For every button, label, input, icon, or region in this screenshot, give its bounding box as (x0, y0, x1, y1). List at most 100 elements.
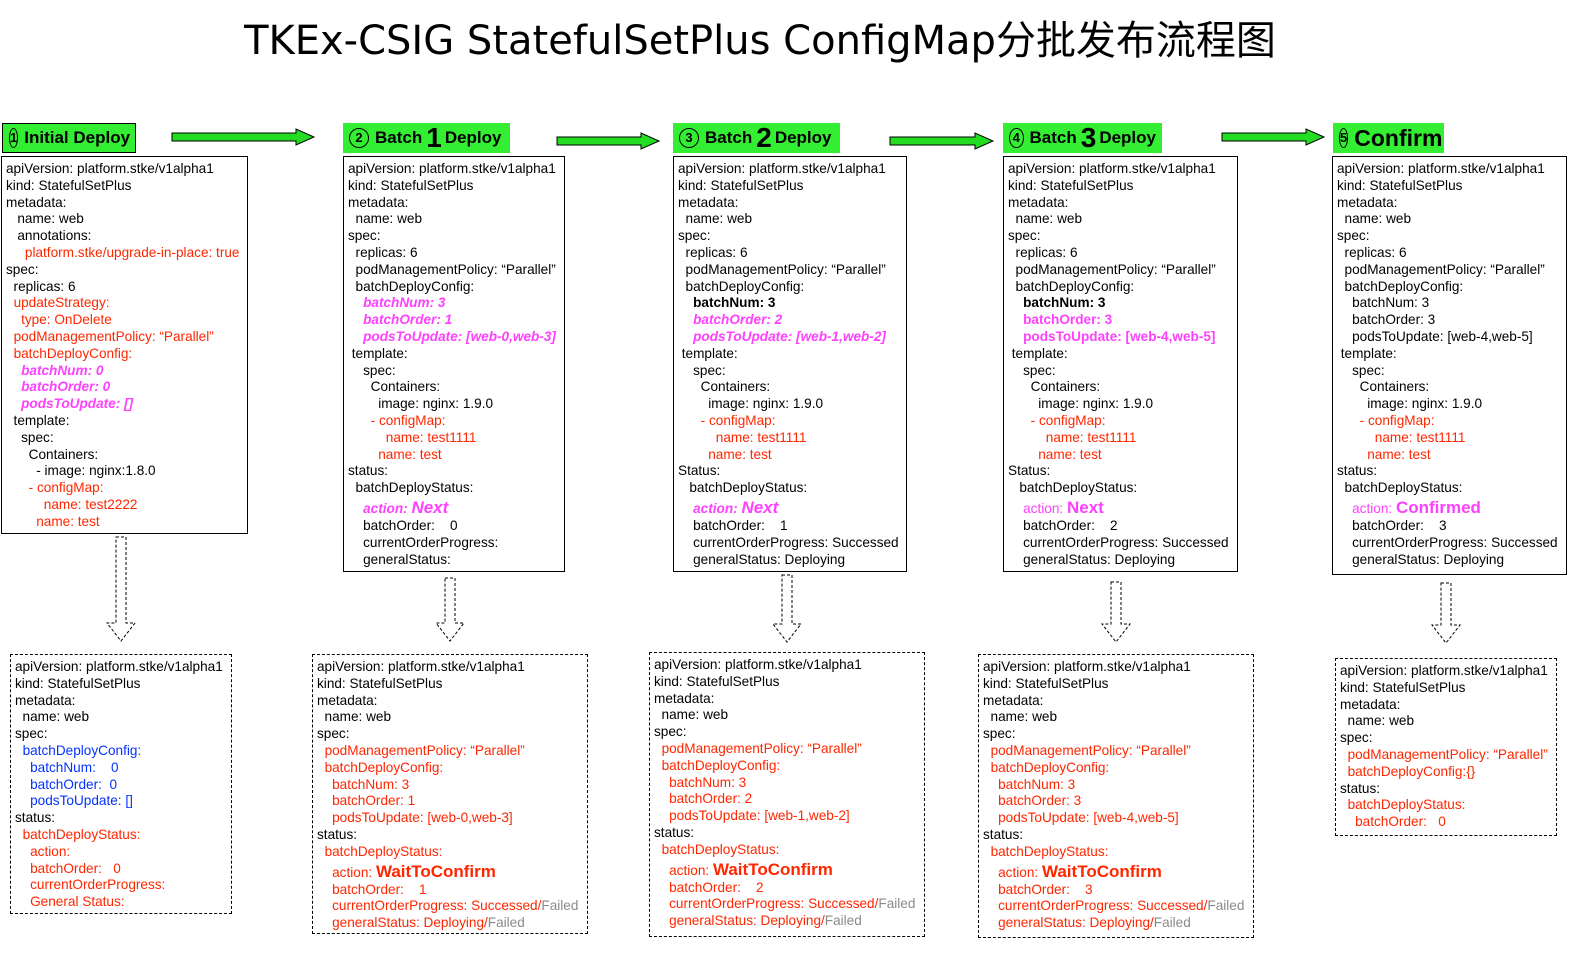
yaml-line: apiVersion: platform.stke/v1alpha1 (1008, 161, 1233, 178)
batch-number: 3 (1080, 122, 1097, 153)
yaml-line: replicas: 6 (1337, 245, 1562, 262)
yaml-text: batchDeployStatus: (990, 843, 1109, 859)
yaml-text: name: web (15, 709, 90, 725)
yaml-text: batchOrder: 1 (332, 881, 427, 897)
yaml-text: currentOrderProgress: Successed/ (998, 898, 1208, 914)
yaml-line: Status: (678, 463, 902, 480)
yaml-line: template: (678, 346, 902, 363)
yaml-text: batchOrder: 3 (998, 881, 1093, 897)
yaml-text: WaitToConfirm (375, 861, 496, 881)
yaml-text: spec: (983, 726, 1016, 742)
yaml-line: Containers: (6, 447, 243, 464)
yaml-line: generalStatus: (348, 552, 560, 569)
yaml-line: name: web (15, 709, 227, 726)
dashed-down-arrow-4 (1100, 581, 1132, 643)
yaml-line: name: test1111 (678, 430, 902, 447)
yaml-text: currentOrderProgress: (30, 877, 166, 893)
yaml-line: batchNum: 0 (6, 363, 243, 380)
yaml-line: batchOrder: 2 (678, 312, 902, 329)
yaml-line: kind: StatefulSetPlus (654, 674, 920, 691)
yaml-text: name: test2222 (43, 496, 138, 512)
yaml-text: podsToUpdate: [web-1,web-2] (693, 328, 886, 344)
yaml-line: currentOrderProgress: (348, 535, 560, 552)
yaml-line: batchOrder: 2 (654, 791, 920, 808)
yaml-line: currentOrderProgress: (15, 877, 227, 894)
yaml-line: batchNum: 3 (678, 295, 902, 312)
yaml-text: batchNum: 3 (1023, 295, 1106, 311)
yaml-text: apiVersion: platform.stke/v1alpha1 (15, 659, 223, 674)
yaml-line: metadata: (654, 691, 920, 708)
yaml-text: podManagementPolicy: “Parallel” (1337, 261, 1545, 277)
yaml-text: spec: (1337, 362, 1385, 378)
yaml-line: metadata: (1008, 195, 1233, 212)
yaml-text: Containers: (6, 446, 99, 462)
yaml-line: batchOrder: 1 (678, 518, 902, 535)
yaml-line: batchDeployStatus: (678, 480, 902, 497)
yaml-text: spec: (1008, 228, 1041, 244)
yaml-line: generalStatus: Deploying/Failed (983, 915, 1249, 932)
yaml-line: podManagementPolicy: “Parallel” (317, 743, 583, 760)
yaml-text: batchNum: 3 (363, 295, 446, 311)
yaml-line: podsToUpdate: [web-0,web-3] (348, 329, 560, 346)
yaml-text: batchOrder: 2 (669, 791, 753, 807)
yaml-text: platform.stke/upgrade-in-place: true (24, 244, 240, 260)
yaml-line: platform.stke/upgrade-in-place: true (6, 245, 243, 262)
yaml-line: batchNum: 3 (1337, 295, 1562, 312)
yaml-line: batchDeployConfig:{} (1340, 764, 1552, 781)
yaml-text: metadata: (983, 692, 1044, 708)
yaml-text: WaitToConfirm (712, 859, 833, 879)
yaml-text: status: (1337, 463, 1378, 479)
yaml-text: replicas: 6 (1337, 244, 1407, 260)
yaml-text: name: web (317, 709, 392, 725)
step-label-pre: Batch (1029, 128, 1077, 147)
yaml-text: batchOrder: 0 (348, 517, 458, 533)
yaml-text: batchOrder: 1 (363, 312, 453, 328)
yaml-text: name: test1111 (1374, 429, 1466, 445)
yaml-text: template: (1008, 345, 1068, 361)
yaml-text: batchDeployConfig: (22, 742, 142, 758)
yaml-text: batchDeployConfig: (1337, 278, 1464, 294)
yaml-line: batchOrder: 3 (1008, 312, 1233, 329)
yaml-line: name: web (1340, 713, 1552, 730)
yaml-line: batchNum: 3 (348, 295, 560, 312)
yaml-line: image: nginx: 1.9.0 (348, 396, 560, 413)
yaml-text: batchOrder: 3 (1337, 517, 1447, 533)
yaml-line: spec: (1340, 730, 1552, 747)
yaml-text: status: (654, 824, 695, 840)
yaml-line: spec: (1337, 363, 1562, 380)
yaml-line: action: WaitToConfirm (983, 861, 1249, 882)
yaml-text: replicas: 6 (678, 244, 748, 260)
yaml-line: status: (15, 810, 227, 827)
yaml-text: generalStatus: Deploying/ (998, 915, 1154, 931)
yaml-line: action: Next (348, 497, 560, 518)
step-header-1: 1 Initial Deploy (2, 123, 136, 153)
yaml-line: metadata: (1340, 697, 1552, 714)
yaml-text: batchOrder: 2 (669, 879, 764, 895)
yaml-line: batchDeployConfig: (983, 760, 1249, 777)
yaml-line: batchDeployStatus: (15, 827, 227, 844)
yaml-line: metadata: (6, 195, 243, 212)
yaml-text: kind: StatefulSetPlus (317, 675, 443, 691)
yaml-line: name: web (678, 211, 902, 228)
yaml-text: Next (1066, 497, 1104, 517)
yaml-text: currentOrderProgress: Successed/ (669, 896, 879, 912)
yaml-text: metadata: (317, 692, 378, 708)
yaml-line: apiVersion: platform.stke/v1alpha1 (348, 161, 560, 178)
step-number: 1 (9, 128, 19, 148)
yaml-line: batchDeployConfig: (654, 758, 920, 775)
yaml-line: name: web (983, 709, 1249, 726)
yaml-text: name: test (1038, 446, 1102, 462)
yaml-line: podManagementPolicy: “Parallel” (1340, 747, 1552, 764)
yaml-text: batchDeployConfig: (1008, 278, 1135, 294)
yaml-line: batchOrder: 0 (15, 777, 227, 794)
step-number: 3 (679, 128, 699, 148)
yaml-line: podManagementPolicy: “Parallel” (654, 741, 920, 758)
yaml-text: Failed (487, 915, 525, 931)
yaml-text: metadata: (654, 690, 715, 706)
yaml-text: status: (1340, 780, 1381, 796)
yaml-text: currentOrderProgress: Successed/ (332, 898, 542, 914)
yaml-line: template: (6, 413, 243, 430)
yaml-text: apiVersion: platform.stke/v1alpha1 (1337, 161, 1545, 176)
